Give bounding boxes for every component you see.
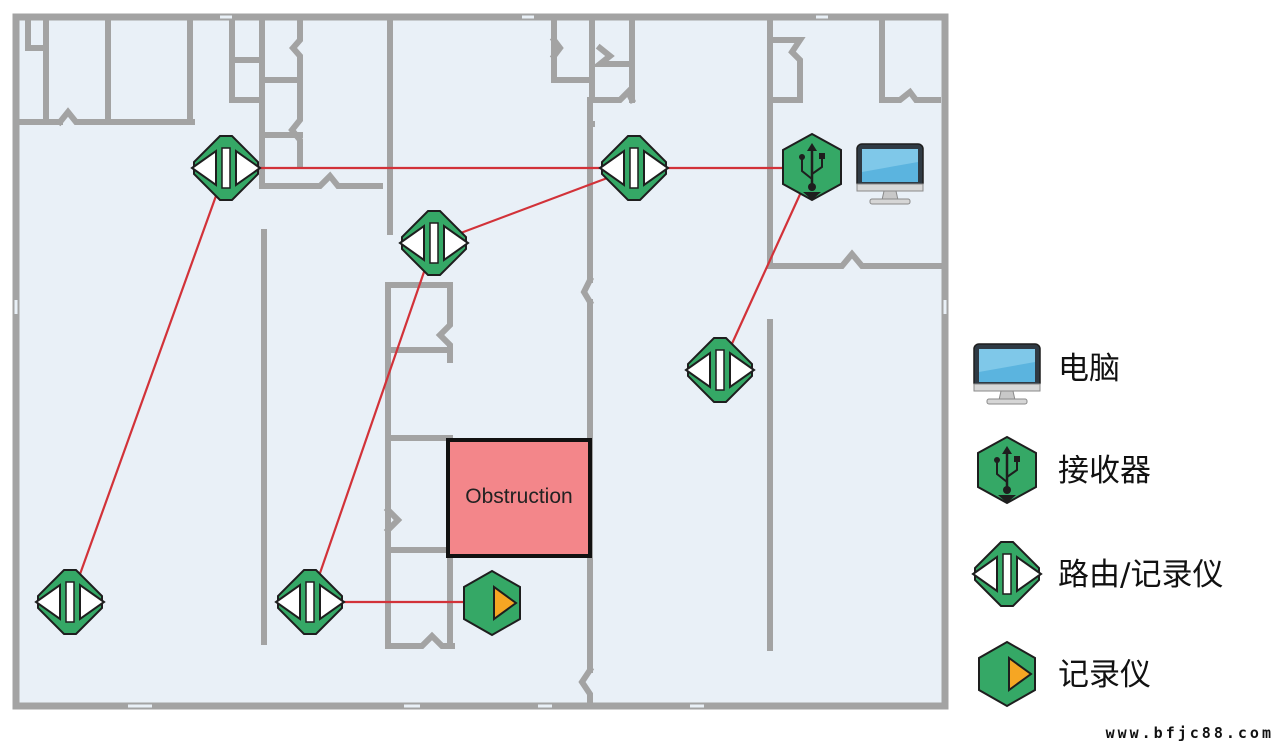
link-router-b-router-e xyxy=(308,242,436,603)
legend-label-logger: 记录仪 xyxy=(1058,657,1151,693)
obstruction-block xyxy=(446,438,592,558)
legend-icons xyxy=(972,343,1042,707)
wall-openings xyxy=(14,15,947,708)
computer-monitor-icon xyxy=(973,343,1041,405)
usb-receiver-icon xyxy=(976,435,1038,505)
obstruction-label: Obstruction xyxy=(465,485,572,508)
legend-label-receiver: 接收器 xyxy=(1058,453,1151,489)
watermark: www.bfjc88.com xyxy=(1105,724,1274,742)
router-logger-icon xyxy=(972,541,1042,607)
link-receiver-router-f xyxy=(718,167,814,371)
logger-icon xyxy=(978,641,1036,707)
walls xyxy=(12,13,949,710)
legend-label-router-logger: 路由/记录仪 xyxy=(1058,557,1224,593)
legend-label-computer: 电脑 xyxy=(1058,351,1120,387)
link-router-a-router-d xyxy=(68,167,228,603)
obstruction: Obstruction xyxy=(446,438,592,558)
link-router-c-router-b xyxy=(433,166,635,245)
radio-links xyxy=(68,166,814,604)
